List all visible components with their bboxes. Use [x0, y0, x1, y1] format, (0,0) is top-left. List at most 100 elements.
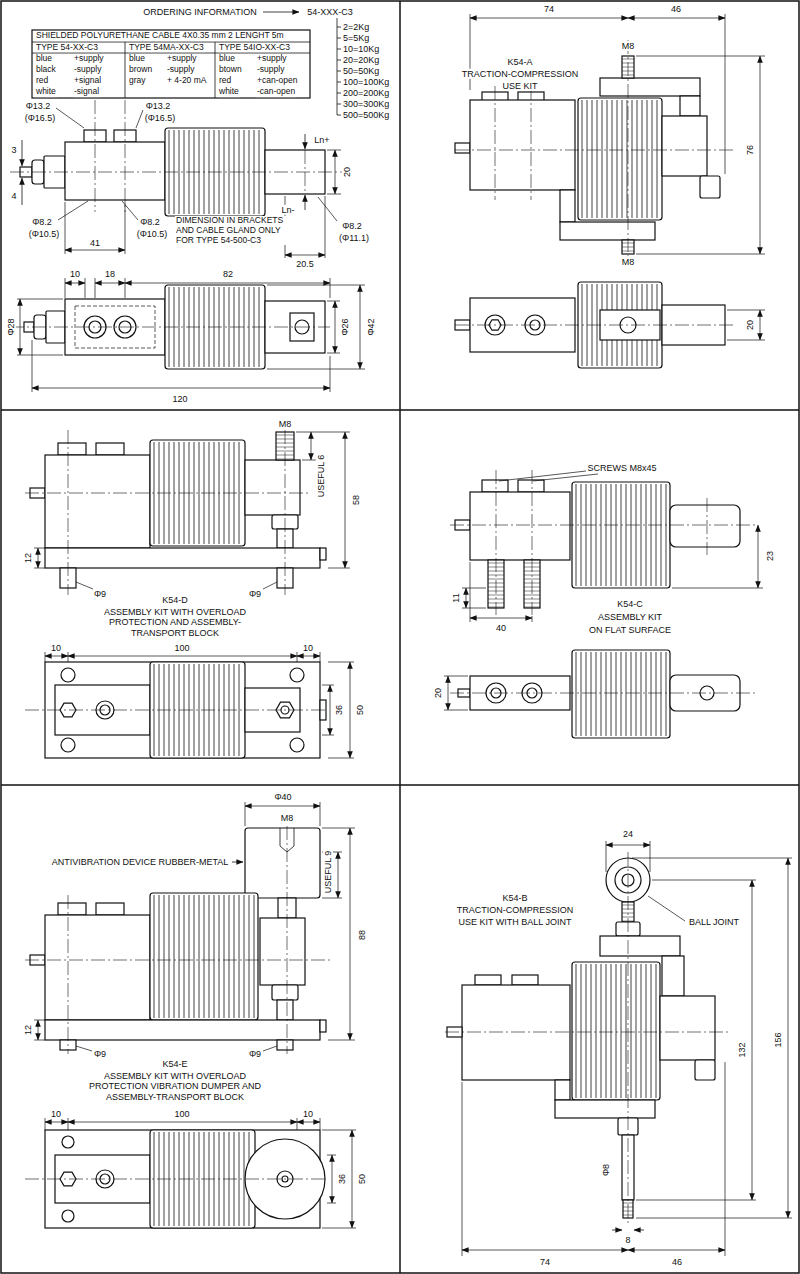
bellows-rib: [631, 964, 632, 1098]
bracket-plate: [600, 936, 680, 956]
bellows-rib: [234, 895, 235, 1018]
bellows-rib: [591, 484, 592, 586]
dimension-line: [350, 828, 351, 1040]
dimension-line: [470, 618, 532, 619]
bracket-tick: [337, 104, 341, 105]
drawing-label: K54-D: [161, 595, 189, 605]
drawing-label: btown: [218, 65, 243, 75]
bellows-rib: [641, 652, 642, 736]
dimension-line: [335, 301, 336, 353]
extension-line: [462, 608, 486, 609]
bellows-rib: [189, 895, 190, 1018]
dimension-line: [345, 432, 346, 568]
arrow-line: [232, 862, 243, 863]
drawing-label: 10: [302, 1109, 314, 1119]
drawing-label: ON FLAT SURFACE: [588, 625, 672, 635]
drawing-label: +supply: [256, 54, 288, 64]
center-line: [496, 470, 497, 615]
bracket-tick: [337, 49, 341, 50]
bellows-rib: [646, 964, 647, 1098]
bellows-rib: [586, 484, 587, 586]
bellows-outline: [578, 98, 662, 220]
extension-line: [444, 710, 468, 711]
leader-line: [648, 896, 685, 921]
dimension-line: [448, 676, 449, 710]
dimension-line: [338, 852, 339, 898]
drawing-label: ASSEMBLY KIT: [597, 612, 663, 622]
bellows-rib: [254, 895, 255, 1018]
bellows-rib: [606, 484, 607, 586]
extension-line: [327, 1155, 336, 1156]
dimension-line: [297, 656, 320, 657]
bellows-rib: [596, 484, 597, 586]
dimension-line: [285, 255, 325, 256]
drawing-label: Φ8.2: [139, 217, 161, 227]
drawing-label: Φ9: [248, 1049, 262, 1059]
bellows-rib: [179, 130, 180, 214]
drawing-label: Φ40: [273, 792, 292, 802]
drawing-label: ASSEMBLY KIT WITH OVERLOAD PROTECTION AN…: [87, 607, 264, 638]
bellows-rib: [631, 484, 632, 586]
part-outline: [518, 480, 544, 492]
load-cell-block: [245, 460, 300, 515]
center-line: [707, 498, 708, 555]
drawing-label: 24: [622, 829, 634, 839]
dimension-line: [297, 1122, 320, 1123]
bellows-rib: [607, 100, 608, 218]
extension-line: [672, 588, 763, 589]
center-line: [285, 430, 286, 595]
bellows-rib: [249, 895, 250, 1018]
drawing-label: 8: [624, 1235, 631, 1245]
bellows-rib: [641, 484, 642, 586]
dimension-line: [462, 1250, 628, 1251]
dimension-line: [45, 1122, 68, 1123]
leader-line: [56, 108, 84, 128]
bellows-rib: [174, 895, 175, 1018]
bellows-rib: [576, 652, 577, 736]
bracket-tick: [337, 93, 341, 94]
dimension-line: [760, 310, 761, 340]
drawing-label: Φ9: [93, 589, 107, 599]
dimension-line: [752, 880, 753, 1200]
load-cell-block: [470, 492, 570, 560]
drawing-label: 46: [671, 1257, 683, 1267]
bellows-rib: [611, 652, 612, 736]
drawing-label: USE KIT: [501, 81, 538, 91]
hole-circle: [290, 738, 304, 752]
drawing-label: blue: [35, 54, 53, 64]
drawing-label: 36: [337, 1173, 347, 1185]
extension-line: [636, 1200, 756, 1201]
foot-pin: [277, 1040, 293, 1050]
drawing-label: 10: [69, 269, 81, 279]
drawing-label: Φ8: [601, 1163, 611, 1177]
bellows-rib: [229, 287, 230, 367]
extension-line: [532, 616, 533, 622]
bellows-rib: [179, 895, 180, 1018]
bellows-rib: [164, 895, 165, 1018]
bellows-rib: [601, 964, 602, 1098]
drawing-label: +signal: [73, 76, 102, 86]
bellows-rib: [656, 652, 657, 736]
bracket-tick: [337, 27, 341, 28]
bellows-rib: [194, 442, 195, 544]
drawing-label: M8: [621, 41, 636, 51]
extension-line: [34, 1020, 45, 1021]
bellows-rib: [184, 895, 185, 1018]
extension-line: [444, 676, 468, 677]
drawing-label: TRACTION-COMPRESSION: [461, 69, 580, 79]
arrow-line: [22, 140, 23, 166]
arrow-line: [634, 1230, 644, 1231]
hole-circle: [61, 668, 75, 682]
drawing-label: 46: [670, 4, 682, 14]
bellows-rib: [636, 484, 637, 586]
bellows-rib: [239, 1132, 240, 1226]
drawing-label: USE KIT WITH BALL JOINT: [457, 917, 572, 927]
bellows-rib: [632, 100, 633, 218]
bellows-rib: [244, 1132, 245, 1226]
thread-line: [276, 451, 294, 452]
drawing-label: 10: [50, 643, 62, 653]
drawing-label: TRACTION-COMPRESSION: [456, 905, 575, 915]
extension-line: [85, 278, 86, 298]
dimension-line: [335, 150, 336, 194]
bellows-rib: [646, 652, 647, 736]
